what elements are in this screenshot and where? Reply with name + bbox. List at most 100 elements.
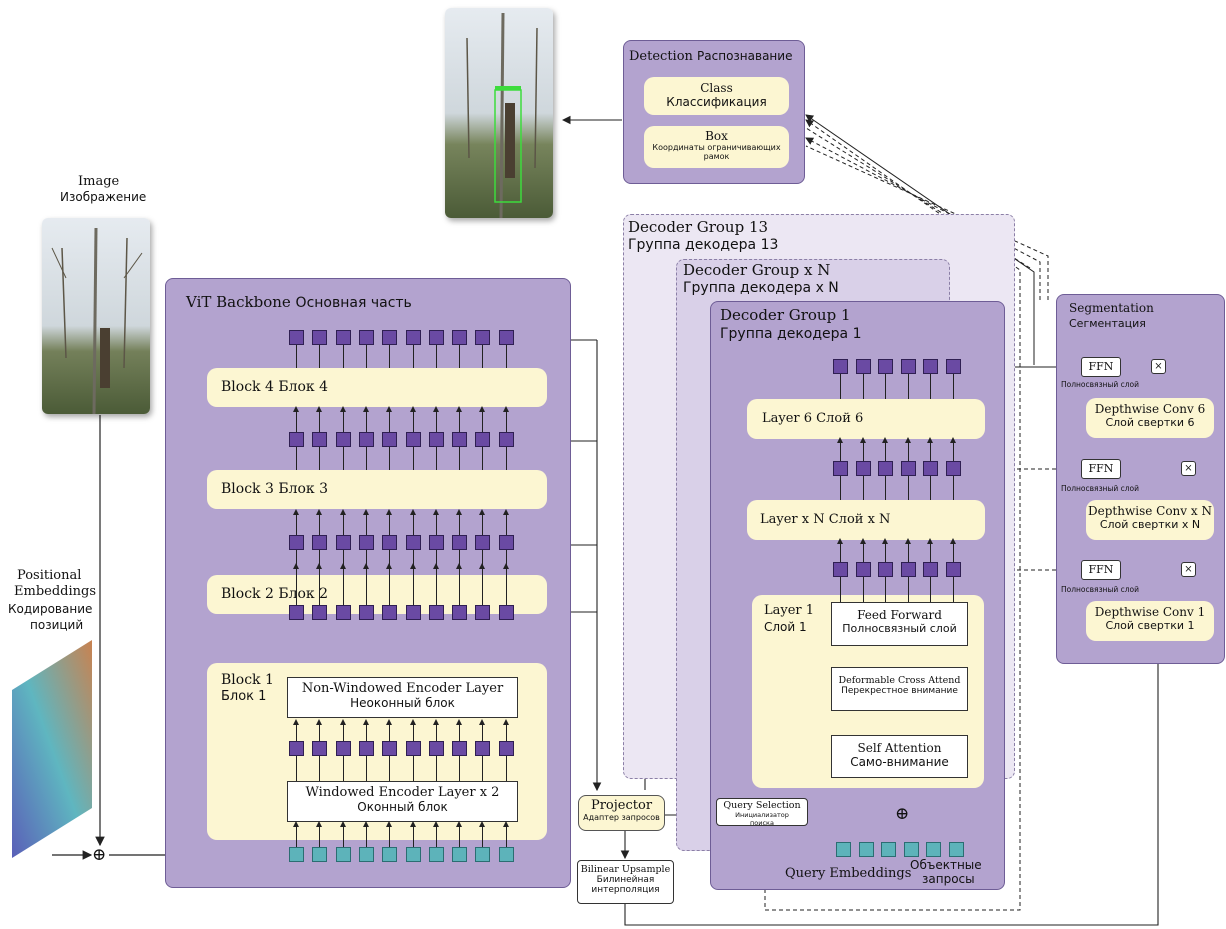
token: [878, 359, 893, 374]
up-arrow: [482, 345, 484, 368]
token-arrowhead: [339, 821, 346, 827]
token-arrow: [389, 567, 391, 605]
up-arrow: [930, 374, 931, 399]
token-arrowhead: [293, 406, 299, 412]
dw1-en: Depthwise Conv 1: [1094, 605, 1206, 619]
up-arrow: [412, 550, 414, 575]
token-arrowhead: [316, 821, 323, 827]
up-arrow: [862, 476, 864, 500]
token-arrow: [296, 825, 297, 847]
ff-label-en: Feed Forward: [857, 608, 942, 622]
decoder-group-13-ru: Группа декодера 13: [628, 237, 779, 253]
token-arrow: [482, 410, 484, 432]
token: [358, 432, 374, 447]
token: [855, 359, 871, 374]
token: [498, 847, 514, 862]
token: [900, 359, 916, 374]
dw1-ru: Слой свертки 1: [1105, 619, 1195, 632]
up-arrow: [296, 447, 297, 470]
box-head-ru1: Координаты ограничивающих: [652, 143, 781, 152]
token-arrowhead: [882, 538, 888, 544]
token: [382, 605, 398, 620]
up-arrow: [365, 447, 367, 470]
up-arrow: [412, 345, 414, 368]
token: [948, 842, 964, 857]
token: [452, 741, 468, 756]
token-arrowhead: [386, 406, 393, 412]
token-arrowhead: [456, 509, 463, 515]
token-arrowhead: [927, 538, 933, 544]
up-arrow: [342, 756, 344, 781]
query-embeddings-ru1: Объектные: [910, 858, 982, 872]
token-arrowhead: [479, 719, 486, 725]
token: [833, 359, 848, 374]
segmentation-title-ru: Сегментация: [1069, 317, 1146, 330]
token: [335, 847, 351, 862]
token-arrow: [342, 825, 344, 847]
token: [498, 605, 514, 620]
token: [382, 741, 398, 756]
token: [405, 605, 421, 620]
up-arrow: [952, 577, 954, 602]
up-arrow: [930, 476, 931, 500]
detection-title: Detection Распознавание: [629, 49, 792, 64]
query-selection-box: Query Selection Инициализатор поиска: [716, 798, 808, 827]
token: [475, 605, 491, 620]
posemb-label-ru1: Кодирование: [8, 602, 93, 616]
token-arrow: [435, 513, 437, 535]
token-arrowhead: [479, 509, 486, 515]
token-arrow: [505, 567, 507, 605]
token-arrow: [907, 441, 909, 461]
token: [855, 461, 871, 476]
up-arrow: [389, 756, 391, 781]
token: [855, 562, 871, 577]
seg-mult-3: ×: [1181, 562, 1196, 577]
token-arrow: [365, 723, 367, 741]
seg-ffn-1-ru: Полносвязный слой: [1061, 380, 1140, 389]
token: [475, 741, 491, 756]
up-arrow: [907, 577, 909, 602]
up-arrow: [342, 345, 344, 368]
upsample-label-ru2: интерполяция: [591, 885, 660, 895]
token-arrow: [319, 513, 321, 535]
up-arrow: [412, 447, 414, 470]
token-arrowhead: [432, 406, 439, 412]
token-arrowhead: [456, 406, 463, 412]
depthwise-conv-6: Depthwise Conv 6 Слой свертки 6: [1086, 398, 1214, 438]
token-arrow: [412, 825, 414, 847]
token-arrow: [907, 542, 909, 562]
dwN-en: Depthwise Conv x N: [1088, 504, 1212, 518]
up-arrow: [319, 447, 321, 470]
token: [335, 605, 351, 620]
token-arrow: [389, 513, 391, 535]
token-arrow: [435, 567, 437, 605]
token: [382, 535, 398, 550]
posemb-label-en2: Embeddings: [14, 584, 96, 599]
class-head-ru: Классификация: [666, 95, 767, 109]
token: [358, 535, 374, 550]
token: [289, 432, 304, 447]
token-arrowhead: [502, 821, 509, 827]
token-arrowhead: [386, 509, 393, 515]
token: [900, 562, 916, 577]
token-arrow: [435, 825, 437, 847]
token-arrow: [296, 513, 297, 535]
token-arrow: [435, 723, 437, 741]
token: [382, 847, 398, 862]
token: [358, 741, 374, 756]
nonwin-label-en: Non-Windowed Encoder Layer: [301, 681, 504, 696]
up-arrow: [435, 345, 437, 368]
token-arrowhead: [479, 821, 486, 827]
token: [335, 741, 351, 756]
token: [312, 741, 328, 756]
seg-ffn-2: FFN: [1081, 459, 1121, 479]
token: [923, 359, 938, 374]
vit-backbone-title-ru: Основная часть: [295, 295, 412, 311]
token-arrow: [840, 441, 841, 461]
dwN-ru: Слой свертки x N: [1099, 518, 1201, 531]
token-arrowhead: [409, 509, 416, 515]
token: [833, 562, 848, 577]
token: [926, 842, 941, 857]
up-arrow: [319, 345, 321, 368]
token: [452, 432, 468, 447]
